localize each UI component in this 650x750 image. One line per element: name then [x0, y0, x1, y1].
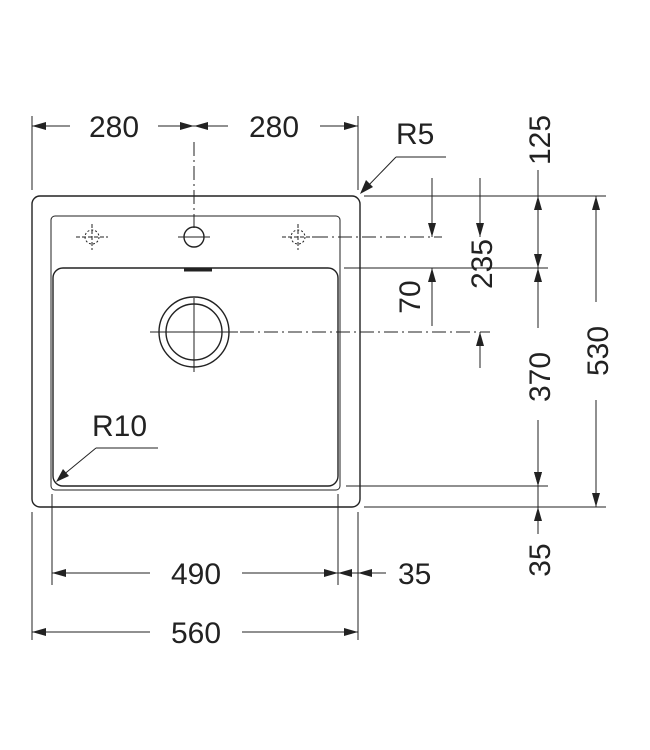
faucet-hole-icon [178, 226, 210, 248]
dim-bottom-margin: 35 [524, 472, 557, 577]
radius-callout-r5: R5 [360, 118, 446, 194]
dim-label-280-left: 280 [89, 111, 139, 144]
sink-outer-edge [31, 195, 361, 508]
deck-panel [50, 215, 341, 491]
dim-label-125: 125 [524, 115, 557, 165]
dim-label-370: 370 [524, 352, 557, 402]
dim-label-70: 70 [394, 280, 427, 313]
bowl-outline [52, 267, 339, 487]
dim-deck-to-bowl: 70 [394, 178, 436, 326]
dim-side-margin: 35 [338, 558, 431, 591]
drain-icon [150, 296, 238, 372]
dim-label-r10: R10 [92, 410, 147, 443]
dim-bowl-length: 370 [524, 268, 557, 486]
dim-overall-width: 560 [32, 617, 358, 650]
dim-label-35-bottom: 35 [524, 543, 557, 576]
dim-label-235: 235 [466, 239, 499, 289]
dim-label-560: 560 [171, 617, 221, 650]
dim-label-490: 490 [171, 558, 221, 591]
tap-hole-marking-icon [282, 224, 314, 250]
dim-half-width-right: 280 [194, 111, 358, 144]
dim-top-offset: 125 [524, 115, 557, 268]
tap-hole-marking-icon [76, 224, 108, 250]
dim-label-r5: R5 [396, 118, 434, 151]
dim-label-35-side: 35 [398, 558, 431, 591]
dim-bowl-width: 490 [52, 558, 338, 591]
dim-half-width-left: 280 [32, 111, 194, 144]
dim-label-530: 530 [582, 326, 615, 376]
radius-callout-r10: R10 [56, 410, 158, 482]
dim-tap-to-drain: 235 [466, 178, 499, 368]
sink-outline [31, 195, 361, 508]
dim-label-280-right: 280 [249, 111, 299, 144]
dim-overall-length: 530 [582, 196, 615, 507]
